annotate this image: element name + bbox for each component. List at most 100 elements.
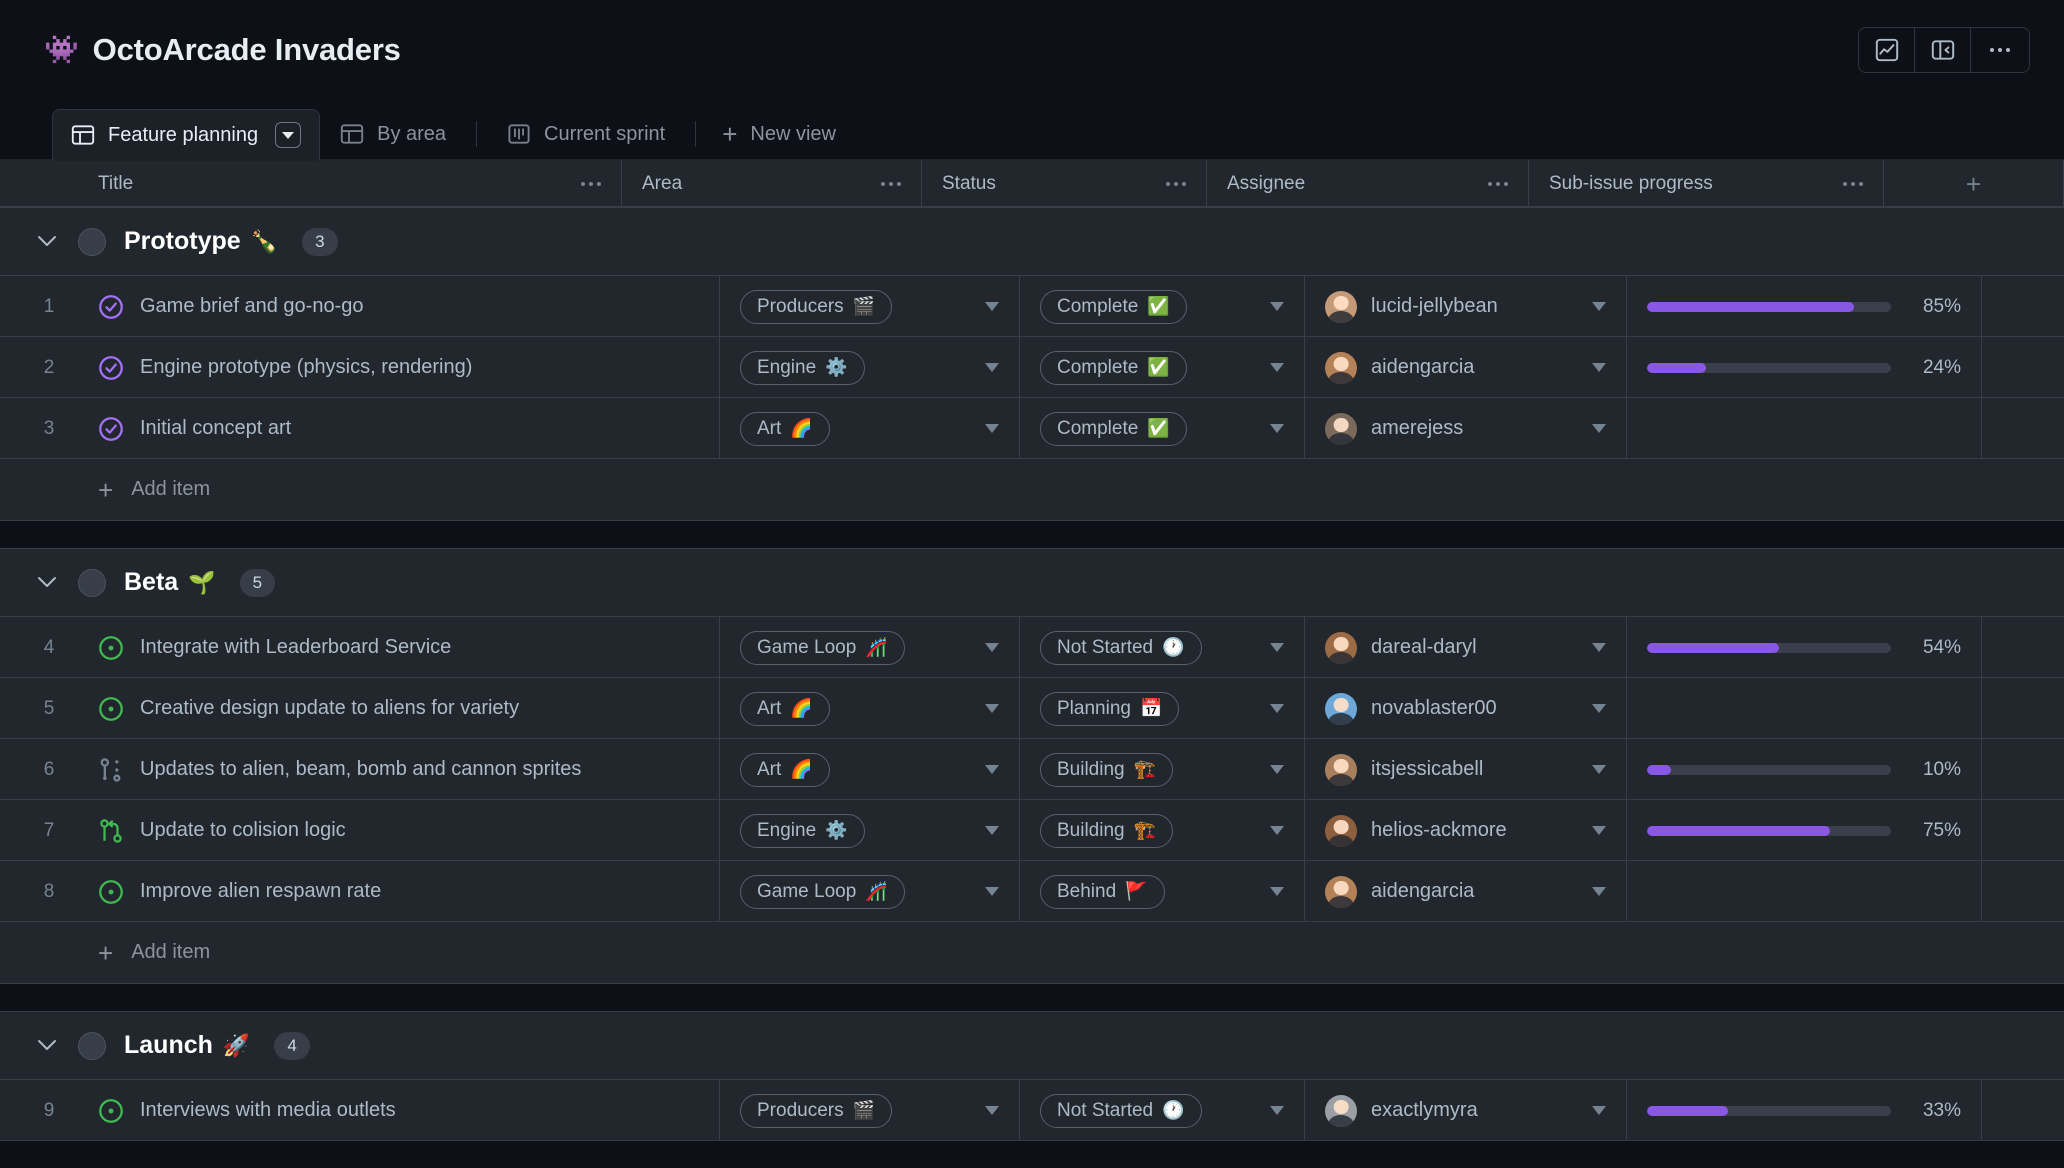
draft-pull-request-icon[interactable]	[98, 757, 124, 783]
table-row[interactable]: 3 Initial concept art Art 🌈 Complete ✅	[0, 398, 2064, 459]
table-row[interactable]: 8 Improve alien respawn rate Game Loop 🎢…	[0, 861, 2064, 922]
chevron-down-icon[interactable]	[985, 762, 999, 777]
more-options-button[interactable]	[1971, 28, 2029, 72]
chevron-down-icon[interactable]	[275, 122, 302, 148]
table-row[interactable]: 5 Creative design update to aliens for v…	[0, 678, 2064, 739]
cell-progress[interactable]	[1627, 398, 1982, 459]
cell-progress[interactable]: 33%	[1627, 1080, 1982, 1141]
cell-status[interactable]: Planning 📅	[1020, 678, 1305, 739]
cell-title[interactable]: Creative design update to aliens for var…	[98, 678, 720, 739]
column-header-progress[interactable]: Sub-issue progress	[1529, 160, 1884, 208]
chevron-down-icon[interactable]	[1270, 701, 1284, 716]
area-chip[interactable]: Art 🌈	[740, 411, 830, 446]
column-menu-icon[interactable]	[1843, 182, 1863, 186]
cell-status[interactable]: Complete ✅	[1020, 398, 1305, 459]
cell-title[interactable]: Initial concept art	[98, 398, 720, 459]
cell-area[interactable]: Producers 🎬	[720, 276, 1020, 337]
status-chip[interactable]: Behind 🚩	[1040, 874, 1165, 909]
status-chip[interactable]: Not Started 🕐	[1040, 630, 1202, 665]
tab-by-area[interactable]: By area	[320, 108, 466, 160]
chevron-down-icon[interactable]	[985, 299, 999, 314]
table-row[interactable]: 1 Game brief and go-no-go Producers 🎬 Co…	[0, 276, 2064, 337]
group-header-beta[interactable]: Beta 🌱 5	[0, 549, 2064, 617]
cell-area[interactable]: Game Loop 🎢	[720, 617, 1020, 678]
column-menu-icon[interactable]	[1166, 182, 1186, 186]
chevron-down-icon[interactable]	[34, 1039, 60, 1052]
cell-status[interactable]: Building 🏗️	[1020, 800, 1305, 861]
cell-area[interactable]: Art 🌈	[720, 398, 1020, 459]
area-chip[interactable]: Art 🌈	[740, 691, 830, 726]
tab-feature-planning[interactable]: Feature planning	[52, 109, 321, 161]
cell-status[interactable]: Not Started 🕐	[1020, 1080, 1305, 1141]
status-chip[interactable]: Complete ✅	[1040, 289, 1187, 324]
area-chip[interactable]: Engine ⚙️	[740, 350, 865, 385]
chevron-down-icon[interactable]	[1270, 421, 1284, 436]
chevron-down-icon[interactable]	[985, 421, 999, 436]
chevron-down-icon[interactable]	[1270, 360, 1284, 375]
chevron-down-icon[interactable]	[1592, 884, 1606, 899]
cell-progress[interactable]	[1627, 678, 1982, 739]
chevron-down-icon[interactable]	[34, 235, 60, 248]
cell-assignee[interactable]: aidengarcia	[1305, 861, 1627, 922]
chevron-down-icon[interactable]	[1592, 701, 1606, 716]
cell-title[interactable]: Engine prototype (physics, rendering)	[98, 337, 720, 398]
cell-status[interactable]: Building 🏗️	[1020, 739, 1305, 800]
chevron-down-icon[interactable]	[34, 576, 60, 589]
cell-assignee[interactable]: dareal-daryl	[1305, 617, 1627, 678]
chevron-down-icon[interactable]	[1592, 823, 1606, 838]
cell-progress[interactable]: 24%	[1627, 337, 1982, 398]
table-row[interactable]: 9 Interviews with media outlets Producer…	[0, 1080, 2064, 1141]
status-chip[interactable]: Building 🏗️	[1040, 752, 1174, 787]
cell-title[interactable]: Updates to alien, beam, bomb and cannon …	[98, 739, 720, 800]
cell-status[interactable]: Not Started 🕐	[1020, 617, 1305, 678]
status-chip[interactable]: Building 🏗️	[1040, 813, 1174, 848]
area-chip[interactable]: Producers 🎬	[740, 289, 893, 324]
area-chip[interactable]: Producers 🎬	[740, 1093, 893, 1128]
table-row[interactable]: 6 Updates to alien, beam, bomb and canno…	[0, 739, 2064, 800]
cell-assignee[interactable]: amerejess	[1305, 398, 1627, 459]
add-item-button[interactable]: + Add item	[0, 459, 2064, 521]
cell-progress[interactable]: 54%	[1627, 617, 1982, 678]
cell-assignee[interactable]: helios-ackmore	[1305, 800, 1627, 861]
cell-area[interactable]: Art 🌈	[720, 739, 1020, 800]
area-chip[interactable]: Game Loop 🎢	[740, 874, 905, 909]
chevron-down-icon[interactable]	[985, 884, 999, 899]
issue-open-icon[interactable]	[98, 635, 124, 661]
cell-title[interactable]: Improve alien respawn rate	[98, 861, 720, 922]
insights-button[interactable]	[1859, 28, 1915, 72]
cell-progress[interactable]: 10%	[1627, 739, 1982, 800]
chevron-down-icon[interactable]	[1270, 299, 1284, 314]
table-row[interactable]: 4 Integrate with Leaderboard Service Gam…	[0, 617, 2064, 678]
pull-request-icon[interactable]	[98, 818, 124, 844]
cell-assignee[interactable]: aidengarcia	[1305, 337, 1627, 398]
chevron-down-icon[interactable]	[1592, 1103, 1606, 1118]
chevron-down-icon[interactable]	[1592, 421, 1606, 436]
cell-title[interactable]: Integrate with Leaderboard Service	[98, 617, 720, 678]
cell-assignee[interactable]: itsjessicabell	[1305, 739, 1627, 800]
table-row[interactable]: 2 Engine prototype (physics, rendering) …	[0, 337, 2064, 398]
cell-area[interactable]: Engine ⚙️	[720, 800, 1020, 861]
chevron-down-icon[interactable]	[1270, 640, 1284, 655]
new-view-button[interactable]: + New view	[706, 108, 852, 160]
area-chip[interactable]: Engine ⚙️	[740, 813, 865, 848]
status-chip[interactable]: Planning 📅	[1040, 691, 1180, 726]
column-menu-icon[interactable]	[881, 182, 901, 186]
issue-open-icon[interactable]	[98, 1098, 124, 1124]
tab-current-sprint[interactable]: Current sprint	[487, 108, 685, 160]
issue-open-icon[interactable]	[98, 879, 124, 905]
chevron-down-icon[interactable]	[985, 1103, 999, 1118]
cell-title[interactable]: Game brief and go-no-go	[98, 276, 720, 337]
area-chip[interactable]: Game Loop 🎢	[740, 630, 905, 665]
chevron-down-icon[interactable]	[985, 701, 999, 716]
status-chip[interactable]: Complete ✅	[1040, 411, 1187, 446]
chevron-down-icon[interactable]	[1270, 884, 1284, 899]
column-header-title[interactable]: Title	[0, 160, 622, 208]
column-header-area[interactable]: Area	[622, 160, 922, 208]
chevron-down-icon[interactable]	[985, 823, 999, 838]
cell-area[interactable]: Engine ⚙️	[720, 337, 1020, 398]
add-column-button[interactable]: +	[1884, 160, 2064, 208]
chevron-down-icon[interactable]	[1592, 299, 1606, 314]
issue-open-icon[interactable]	[98, 696, 124, 722]
group-header-prototype[interactable]: Prototype 🍾 3	[0, 208, 2064, 276]
cell-progress[interactable]: 75%	[1627, 800, 1982, 861]
